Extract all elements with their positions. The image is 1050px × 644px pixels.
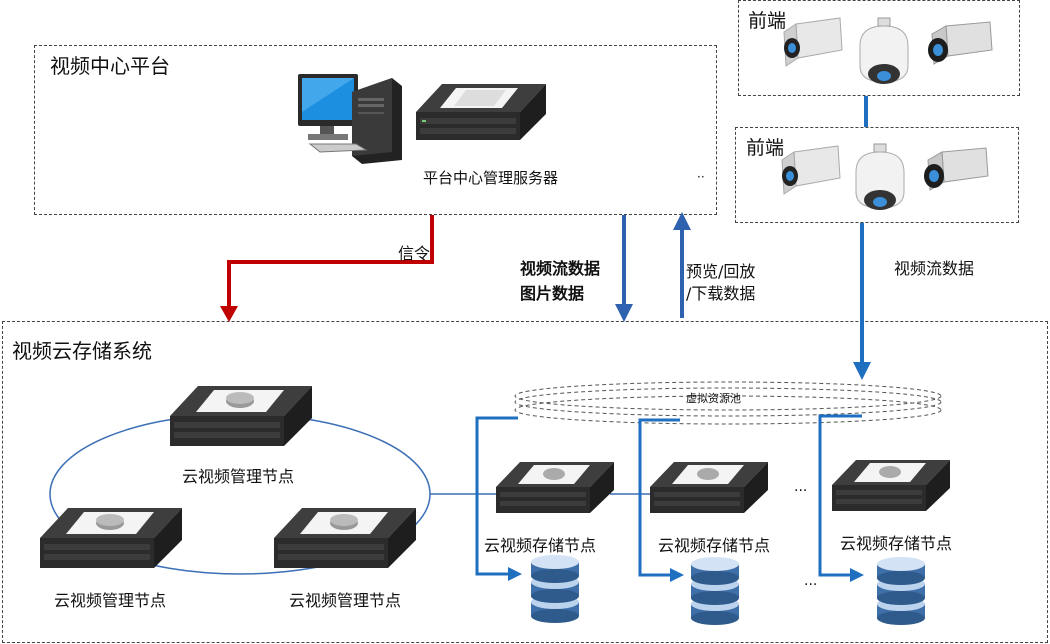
- mgmt-node-label-2: 云视频管理节点: [54, 591, 167, 610]
- storage-node-label-3: 云视频存储节点: [840, 534, 953, 553]
- preview-label-1: 预览/回放: [686, 262, 756, 281]
- bullet-camera-icon-2: [924, 147, 989, 191]
- storage-server-icon-1: [496, 462, 614, 513]
- front-end-box-2: [735, 127, 1019, 223]
- cloud-storage-system-box: [2, 321, 1048, 643]
- video-center-platform-box: [34, 45, 717, 215]
- stream-label-1: 视频流数据: [520, 259, 601, 278]
- storage-server-icon-3: [832, 460, 950, 511]
- dome-camera-icon-2: [855, 143, 905, 210]
- storage-server-icon-2: [650, 462, 768, 513]
- desktop-computer-icon: [298, 74, 402, 164]
- dome-camera-icon-1: [859, 17, 909, 84]
- platform-server-icon: [416, 84, 546, 140]
- storage-ellipsis-mid: ···: [794, 483, 808, 499]
- front-end-2-title: 前端: [746, 137, 785, 159]
- mgmt-server-icon-2: [40, 508, 182, 568]
- preview-label-2: /下载数据: [686, 284, 756, 303]
- platform-title: 视频中心平台: [50, 54, 170, 78]
- storage-node-label-2: 云视频存储节点: [658, 536, 771, 555]
- signal-label: 信令: [398, 244, 431, 263]
- mgmt-server-icon-3: [274, 508, 416, 568]
- storage-title: 视频云存储系统: [12, 339, 152, 363]
- database-icon-3: [877, 557, 925, 625]
- front-end-1-title: 前端: [748, 10, 787, 32]
- pool-label: 虚拟资源池: [686, 392, 741, 405]
- platform-ellipsis: ··: [697, 170, 705, 184]
- stream-label-2: 图片数据: [520, 284, 585, 303]
- platform-server-label: 平台中心管理服务器: [423, 169, 559, 187]
- mgmt-node-label-1: 云视频管理节点: [182, 467, 295, 486]
- database-icon-2: [691, 557, 739, 625]
- box-camera-icon-2: [781, 145, 841, 195]
- mgmt-node-label-3: 云视频管理节点: [289, 591, 402, 610]
- signal-arrow: [227, 215, 434, 310]
- virtual-pool: [514, 381, 942, 425]
- front-end-box-1: [738, 0, 1020, 96]
- storage-node-label-1: 云视频存储节点: [484, 536, 597, 555]
- mgmt-server-icon-1: [170, 386, 312, 446]
- camera-stream-label: 视频流数据: [894, 259, 975, 278]
- bullet-camera-icon-1: [928, 21, 993, 65]
- box-camera-icon-1: [783, 17, 843, 67]
- storage-ellipsis-low: ···: [804, 577, 818, 593]
- database-icon-1: [531, 555, 579, 623]
